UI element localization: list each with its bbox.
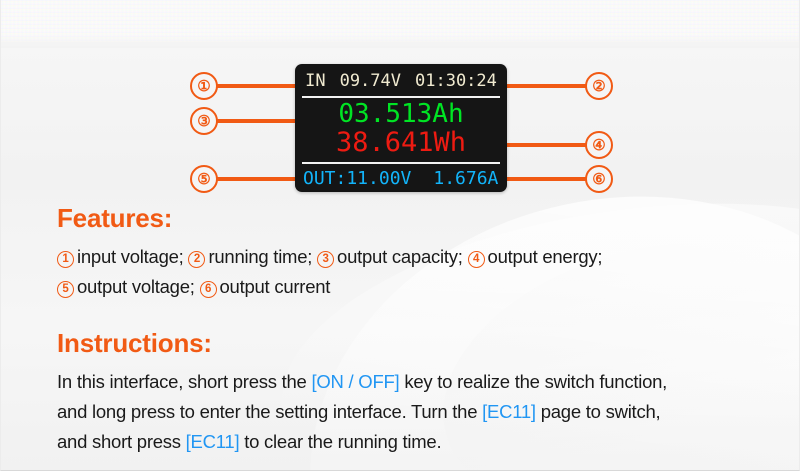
oled-display-panel: IN 09.74V 01:30:24 03.513Ah 38.641Wh OUT… — [295, 64, 507, 192]
leader-line-1 — [217, 84, 305, 88]
instructions-line-1: In this interface, short press the [ON /… — [57, 367, 757, 397]
inline-number-4: 4 — [467, 251, 485, 269]
callout-bubble-6: ⑥ — [585, 165, 613, 193]
oled-spacer-c — [411, 168, 433, 189]
key-ec11-press: [EC11] — [185, 431, 240, 453]
instructions-line-1-text-a: In this interface, short press the — [57, 371, 312, 393]
oled-separator-top — [302, 96, 500, 98]
oled-output-voltage-value: OUT:11.00V — [303, 167, 412, 189]
feature-label-1: input voltage; — [77, 246, 184, 268]
oled-running-time-value: 01:30:24 — [415, 71, 497, 91]
leader-line-6 — [497, 177, 587, 181]
oled-input-voltage-value: 09.74V — [339, 71, 401, 91]
inline-number-2: 2 — [188, 251, 206, 269]
instructions-line-1-text-b: key to realize the switch function, — [399, 371, 668, 393]
instructions-line-3-text-b: to clear the running time. — [239, 431, 442, 453]
leader-line-5 — [217, 177, 305, 181]
oled-input-label: IN — [305, 71, 326, 91]
feature-label-6: output current — [219, 276, 331, 298]
feature-label-4: output energy; — [487, 246, 603, 268]
instructions-line-3-text-a: and short press — [57, 431, 186, 453]
oled-output-energy-value: 38.641Wh — [335, 126, 467, 158]
feature-label-2: running time; — [208, 246, 313, 268]
leader-line-2 — [497, 84, 587, 88]
callout-bubble-1: ① — [190, 72, 218, 100]
oled-separator-bottom — [302, 162, 500, 164]
device-diagram: ① ③ ⑤ ② ④ ⑥ IN 09.74V 01:30:24 03.513Ah … — [1, 0, 799, 205]
feature-label-3: output capacity; — [337, 246, 463, 268]
inline-number-6: 6 — [199, 281, 217, 299]
leader-line-4 — [497, 143, 587, 147]
callout-bubble-4: ④ — [585, 131, 613, 159]
feature-label-5: output voltage; — [77, 276, 195, 298]
instructions-line-2-text-a: and long press to enter the setting inte… — [57, 401, 483, 423]
background-noise-fade — [1, 34, 799, 48]
inline-number-3: 3 — [317, 251, 335, 269]
oled-bottom-row: OUT:11.00V 1.676A — [295, 166, 507, 190]
leader-line-3 — [217, 119, 305, 123]
key-ec11-turn: [EC11] — [482, 401, 536, 423]
oled-spacer-b — [401, 71, 415, 91]
oled-screen-area: IN 09.74V 01:30:24 03.513Ah 38.641Wh OUT… — [295, 64, 507, 192]
oled-output-current-value: 1.676A — [433, 167, 499, 189]
callout-bubble-2: ② — [585, 72, 613, 100]
inline-number-5: 5 — [57, 281, 74, 299]
oled-spacer-a — [326, 71, 340, 91]
callout-bubble-3: ③ — [190, 107, 218, 135]
oled-output-capacity-value: 03.513Ah — [338, 99, 464, 129]
callout-bubble-5: ⑤ — [190, 165, 218, 193]
key-on-off: [ON / OFF] — [311, 371, 400, 393]
instructions-heading: Instructions: — [57, 328, 212, 359]
instructions-line-2-text-b: page to switch, — [535, 401, 661, 423]
features-heading: Features: — [57, 203, 173, 233]
oled-top-row: IN 09.74V 01:30:24 — [295, 70, 507, 92]
instructions-line-2: and long press to enter the setting inte… — [57, 397, 757, 427]
inline-number-1: 1 — [57, 251, 74, 269]
instructions-line-3: and short press [EC11] to clear the runn… — [57, 427, 757, 457]
